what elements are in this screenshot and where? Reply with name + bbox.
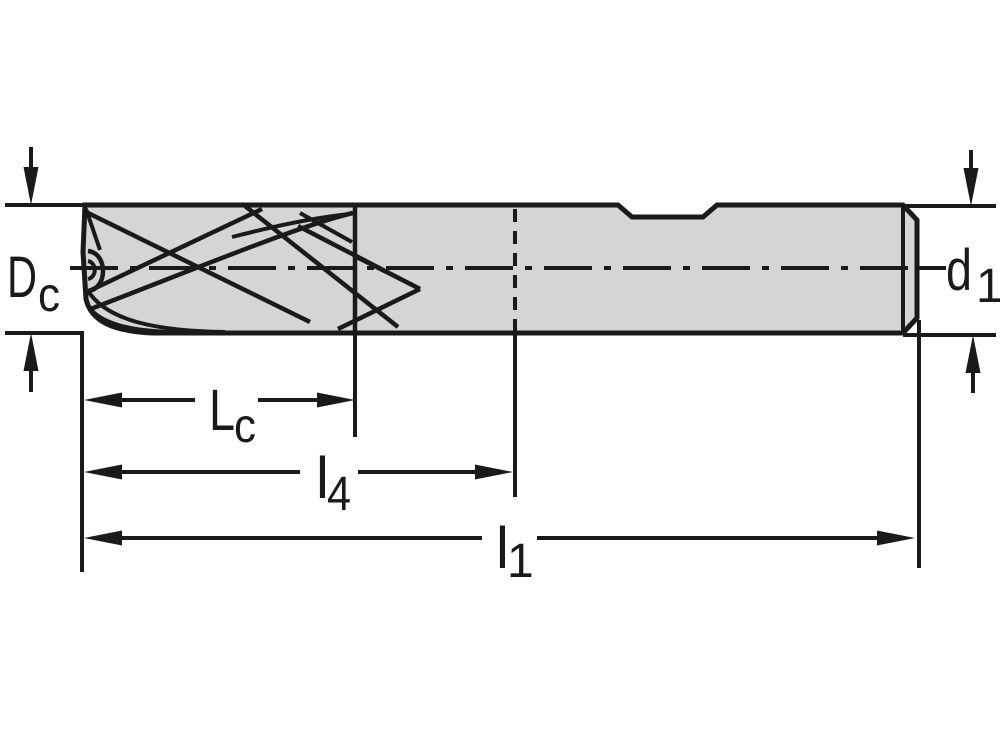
cutting-diameter-dimension: D c: [5, 147, 84, 392]
l1-label-main: l: [496, 516, 509, 581]
l4-right-arrowhead: [475, 464, 513, 480]
length-l4-dimension: l 4: [84, 209, 517, 521]
flute-line-rising-3: [231, 212, 351, 239]
lc-label-subscript: c: [234, 400, 256, 453]
flute-tooth-lower-edge: [337, 286, 421, 332]
dc-label-subscript: c: [38, 269, 60, 322]
d1-lower-arrowhead: [965, 335, 981, 373]
drawing-fill-layer: D c d 1 L: [5, 147, 1000, 588]
flute-relief-curve-2: [85, 303, 176, 334]
lc-right-arrowhead: [317, 392, 355, 408]
flute-line-rising-1: [87, 210, 354, 313]
d1-label-subscript: 1: [976, 260, 1000, 313]
l4-label-main: l: [316, 446, 329, 511]
l4-label-subscript: 4: [327, 468, 351, 521]
lc-label-main: L: [209, 378, 235, 443]
end-face-gash-line: [84, 208, 102, 251]
flute-line-rising-2: [86, 206, 263, 295]
lc-left-arrowhead: [84, 392, 122, 408]
cutting-length-dimension: L c: [80, 333, 357, 572]
overall-length-dimension: l 1: [84, 320, 921, 588]
flute-helix-lines: [84, 204, 422, 334]
flute-line-falling-3: [299, 211, 353, 244]
l4-left-arrowhead: [84, 464, 122, 480]
l1-label-subscript: 1: [507, 535, 534, 588]
flute-relief-curve-1: [86, 289, 226, 334]
d1-label-main: d: [946, 238, 972, 303]
d1-upper-arrowhead: [963, 168, 979, 206]
l1-left-arrowhead: [84, 530, 122, 546]
dc-label-main: D: [7, 245, 37, 310]
l1-right-arrowhead: [877, 530, 915, 546]
shank-diameter-dimension: d 1: [903, 150, 1000, 393]
dc-lower-arrowhead: [23, 333, 39, 371]
dc-upper-arrowhead: [23, 167, 39, 205]
drawing-stroke-layer: D c d 1 L: [5, 147, 1000, 588]
end-face-center-arc: [87, 248, 106, 294]
flute-tooth-middle-edge: [355, 255, 421, 291]
